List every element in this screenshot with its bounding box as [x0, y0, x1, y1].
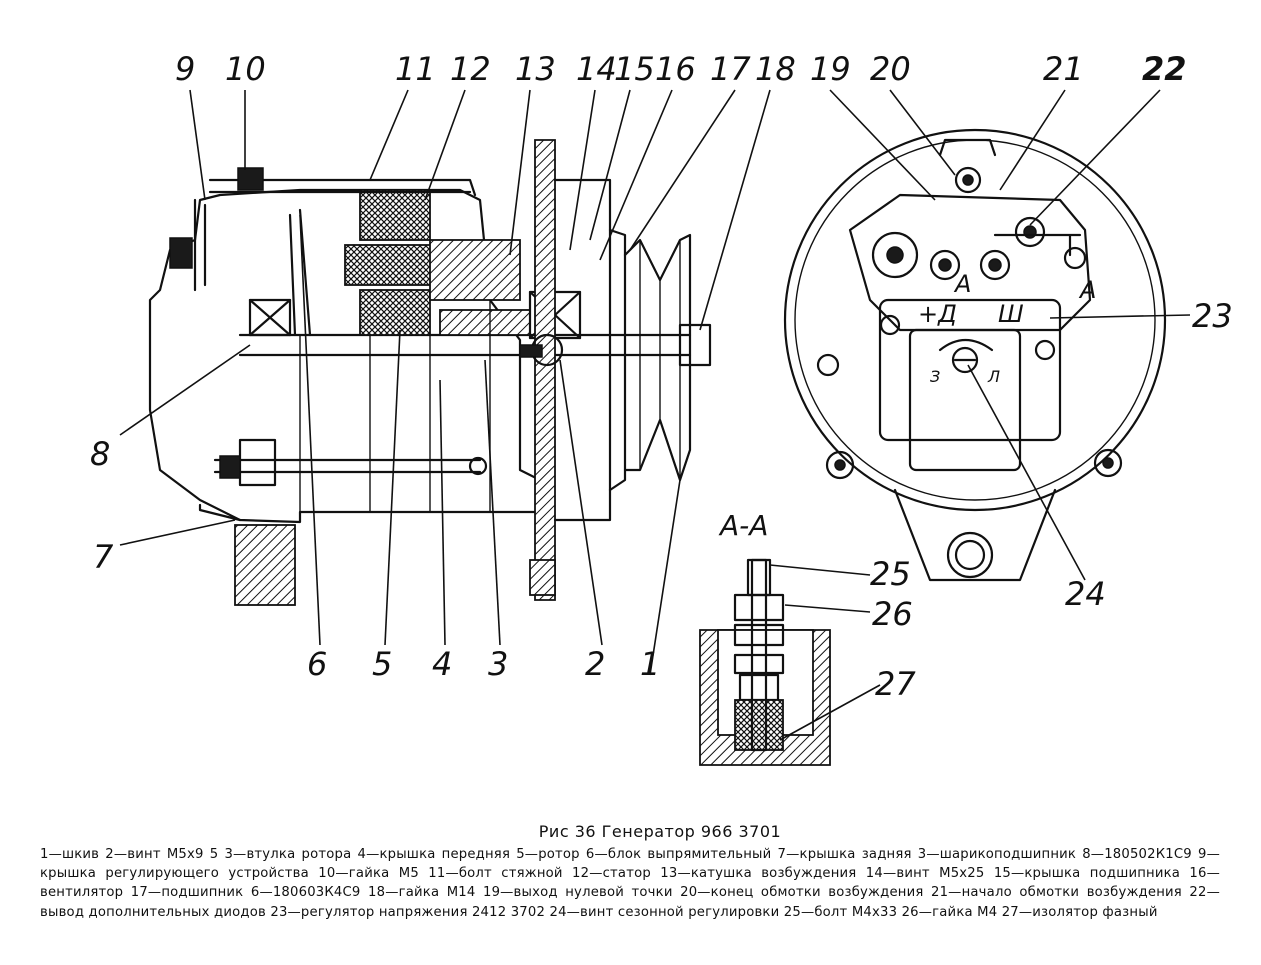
section-a-a-view: А-А	[699, 509, 831, 766]
generator-end-view: +Д Ш А А З Л	[783, 128, 1167, 582]
callout-24: 24	[1065, 575, 1106, 613]
callout-16: 16	[655, 50, 696, 88]
callout-27: 27	[875, 665, 916, 703]
callout-6: 6	[307, 645, 327, 683]
callout-13: 13	[515, 50, 556, 88]
callout-26: 26	[872, 595, 913, 633]
callout-2: 2	[585, 645, 605, 683]
callout-23: 23	[1192, 297, 1233, 335]
callout-19: 19	[810, 50, 851, 88]
callout-14: 14	[576, 50, 617, 88]
callout-18: 18	[755, 50, 796, 88]
callout-3: 3	[488, 645, 508, 683]
callout-15: 15	[614, 50, 655, 88]
callout-22: 22	[1142, 50, 1187, 88]
callout-1: 1	[640, 645, 660, 683]
callout-5: 5	[372, 645, 392, 683]
terminal-label-plus-d: +Д	[918, 300, 957, 328]
callout-8: 8	[90, 435, 110, 473]
callout-17: 17	[710, 50, 751, 88]
callout-20: 20	[870, 50, 911, 88]
callout-numbers: 1 2 3 4 5 6 7 8 9 10 11 12 13 14 15 16 1…	[90, 50, 1233, 703]
leader-lines	[119, 89, 1191, 741]
callout-10: 10	[225, 50, 266, 88]
figure-legend: 1—шкив 2—винт М5х9 5 3—втулка ротора 4—к…	[40, 847, 1220, 920]
callout-25: 25	[870, 555, 911, 593]
figure-caption: Рис 36 Генератор 966 3701 1—шкив 2—винт …	[40, 822, 1220, 922]
callout-11: 11	[395, 50, 436, 88]
terminal-label-z: З	[930, 367, 940, 386]
callout-21: 21	[1043, 50, 1084, 88]
generator-section-view	[148, 139, 712, 606]
terminal-label-l: Л	[987, 367, 1000, 386]
terminal-label-a-left: А	[953, 270, 971, 298]
generator-diagram: +Д Ш А А З Л А-А	[90, 50, 1233, 766]
terminal-label-a-right: А	[1078, 276, 1096, 304]
callout-7: 7	[93, 538, 114, 576]
section-label: А-А	[718, 509, 768, 542]
callout-9: 9	[175, 50, 195, 88]
terminal-label-sh: Ш	[998, 300, 1024, 328]
callout-4: 4	[432, 645, 452, 683]
figure-title: Рис 36 Генератор 966 3701	[538, 822, 782, 841]
callout-12: 12	[450, 50, 491, 88]
